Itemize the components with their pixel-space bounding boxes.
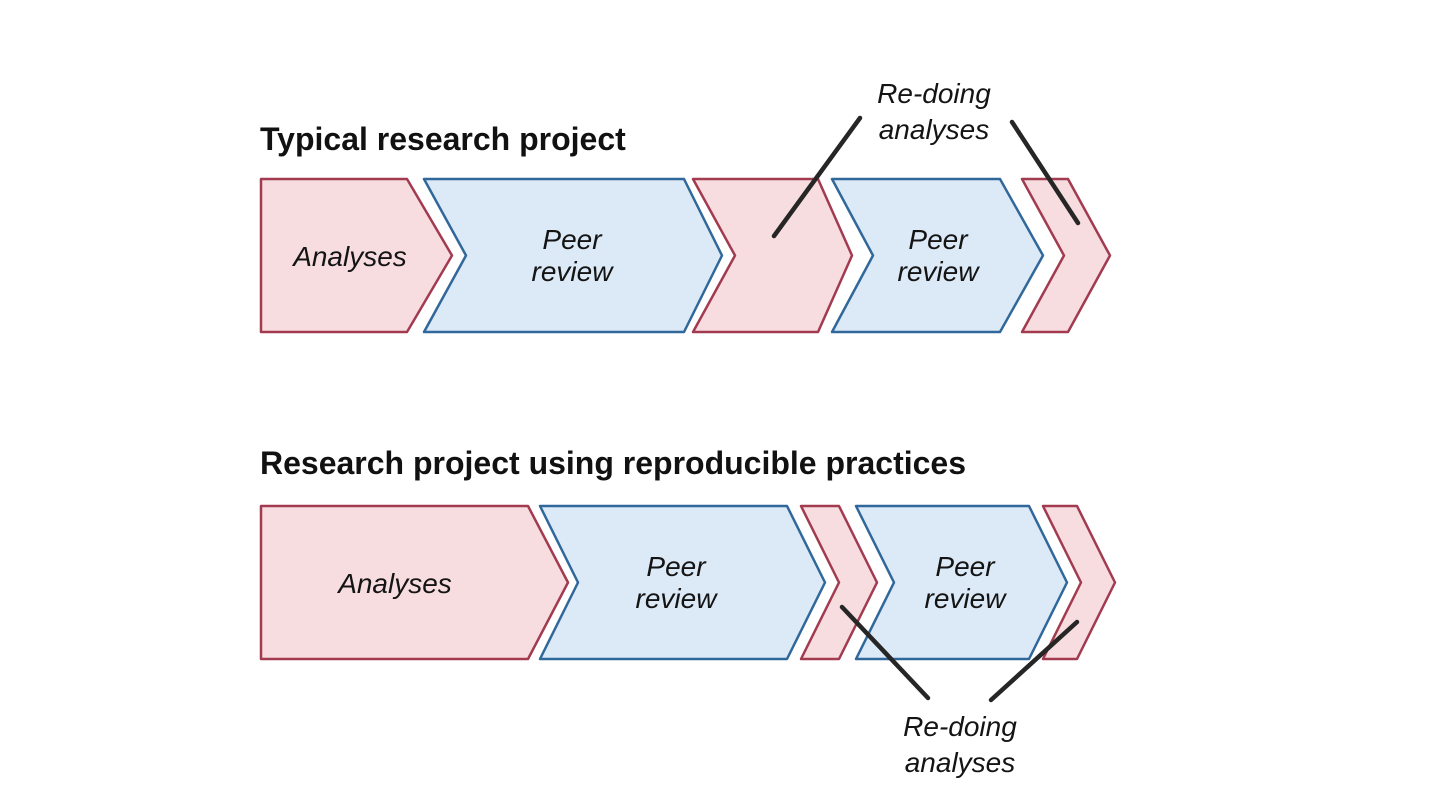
- peer-review-arrow-2: [854, 504, 1069, 661]
- peer-review-2-label-line1: Peer: [908, 224, 969, 255]
- annotation-leader-line-right: [1009, 119, 1081, 226]
- peer-review-1-label-line2: review: [532, 256, 615, 287]
- peer-review-2-label-line2: review: [925, 583, 1008, 614]
- peer-review-2-label-line1: Peer: [935, 551, 996, 582]
- annotation-leader-line-left: [839, 604, 931, 701]
- redo-analyses-annotation-line1: Re-doing: [903, 711, 1017, 742]
- peer-review-1-label-line1: Peer: [542, 224, 603, 255]
- section-title: Typical research project: [260, 121, 626, 157]
- typical-project-section: Typical research project Analyses Peer r…: [259, 78, 1112, 334]
- annotation-leader-line-right: [988, 619, 1080, 703]
- analyses-arrow: [259, 177, 454, 334]
- redo-analyses-arrow-2: [1041, 504, 1117, 661]
- redo-analyses-annotation-line1: Re-doing: [877, 78, 991, 109]
- peer-review-arrow-1: [538, 504, 827, 661]
- peer-review-1-label-line1: Peer: [646, 551, 707, 582]
- analyses-arrow-label: Analyses: [336, 568, 452, 599]
- peer-review-1-label-line2: review: [636, 583, 719, 614]
- peer-review-arrow-1: [422, 177, 724, 334]
- section-title: Research project using reproducible prac…: [260, 445, 966, 481]
- analyses-arrow: [259, 504, 570, 661]
- redo-analyses-arrow-2: [1020, 177, 1112, 334]
- peer-review-2-label-line2: review: [898, 256, 981, 287]
- reproducible-project-section: Research project using reproducible prac…: [259, 445, 1117, 778]
- peer-review-arrow-2: [830, 177, 1045, 334]
- redo-analyses-annotation-line2: analyses: [879, 114, 990, 145]
- analyses-arrow-label: Analyses: [291, 241, 407, 272]
- annotation-leader-line-left: [771, 115, 863, 239]
- redo-analyses-annotation-line2: analyses: [905, 747, 1016, 778]
